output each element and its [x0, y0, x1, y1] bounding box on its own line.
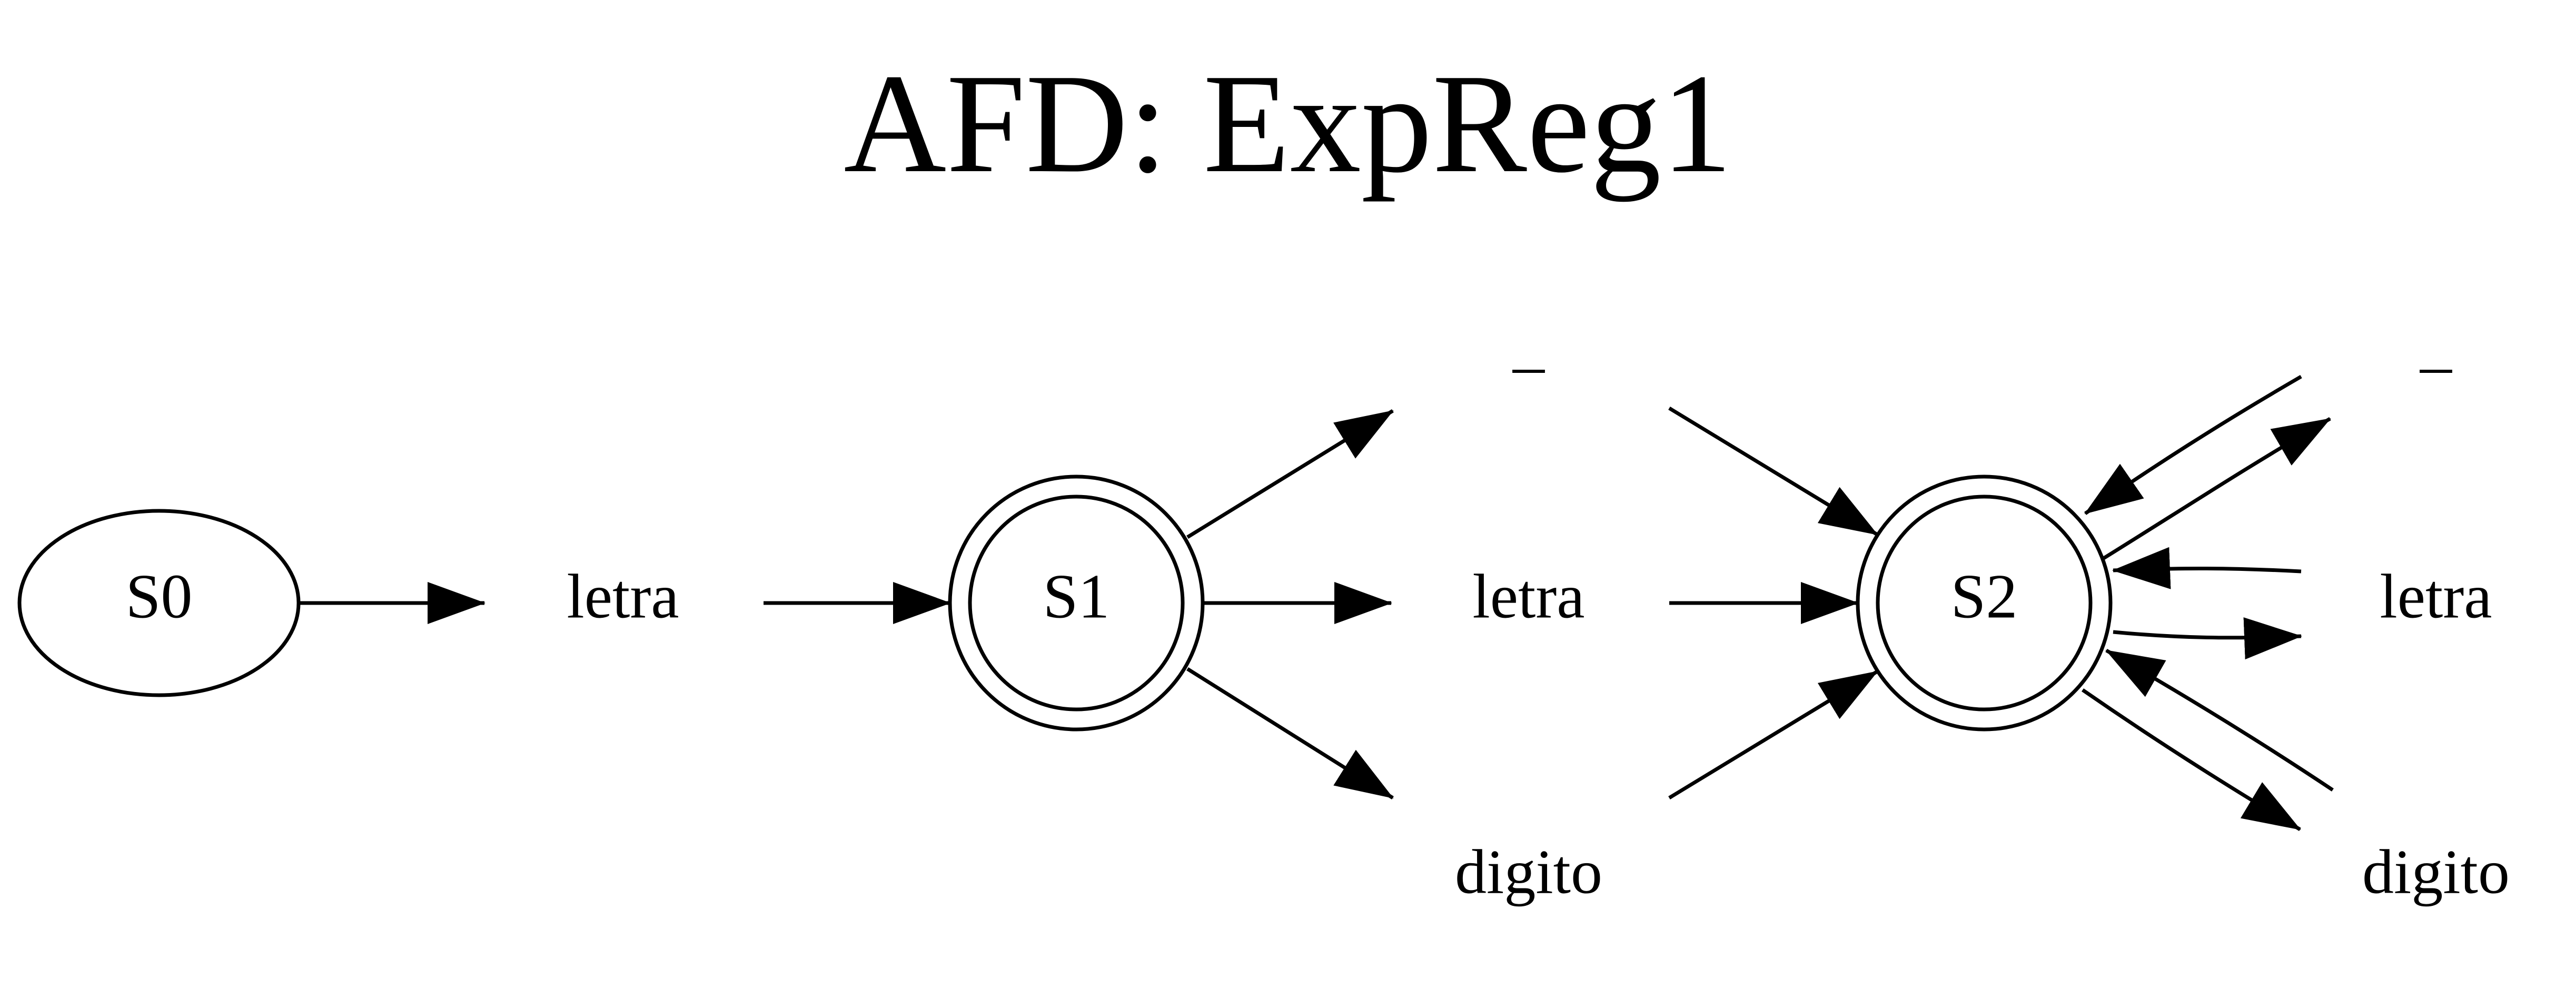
- state-s0-label: S0: [126, 561, 193, 631]
- edge-label-s0-letra: letra: [567, 561, 679, 631]
- edge-label-s2-digito: digito: [2362, 837, 2510, 907]
- edge-label-s1-digito: digito: [1455, 837, 1602, 907]
- edge-label-s1-underscore: _: [1512, 309, 1545, 379]
- edge-label-s2-underscore: _: [2420, 309, 2452, 379]
- state-s2-label: S2: [1951, 561, 2018, 631]
- edge-s2-digito-loop: digito: [2082, 648, 2510, 907]
- diagram-title: AFD: ExpReg1: [844, 45, 1732, 202]
- edge-s1-letra-s2: letra: [1203, 561, 1859, 631]
- state-s2: S2: [1856, 475, 2113, 732]
- edge-s1-digito-s2: digito: [1186, 667, 1878, 907]
- state-s0: S0: [17, 509, 301, 697]
- edge-label-s2-letra: letra: [2380, 561, 2492, 631]
- edge-s2-underscore-loop: _: [2084, 309, 2452, 560]
- edge-label-s1-letra: letra: [1472, 561, 1584, 631]
- state-s1: S1: [948, 475, 1205, 732]
- edge-s2-letra-loop: letra: [2112, 547, 2492, 660]
- state-s1-label: S1: [1043, 561, 1110, 631]
- edge-s1-underscore-s2: _: [1186, 309, 1878, 539]
- edge-s0-to-s1: letra: [299, 561, 951, 631]
